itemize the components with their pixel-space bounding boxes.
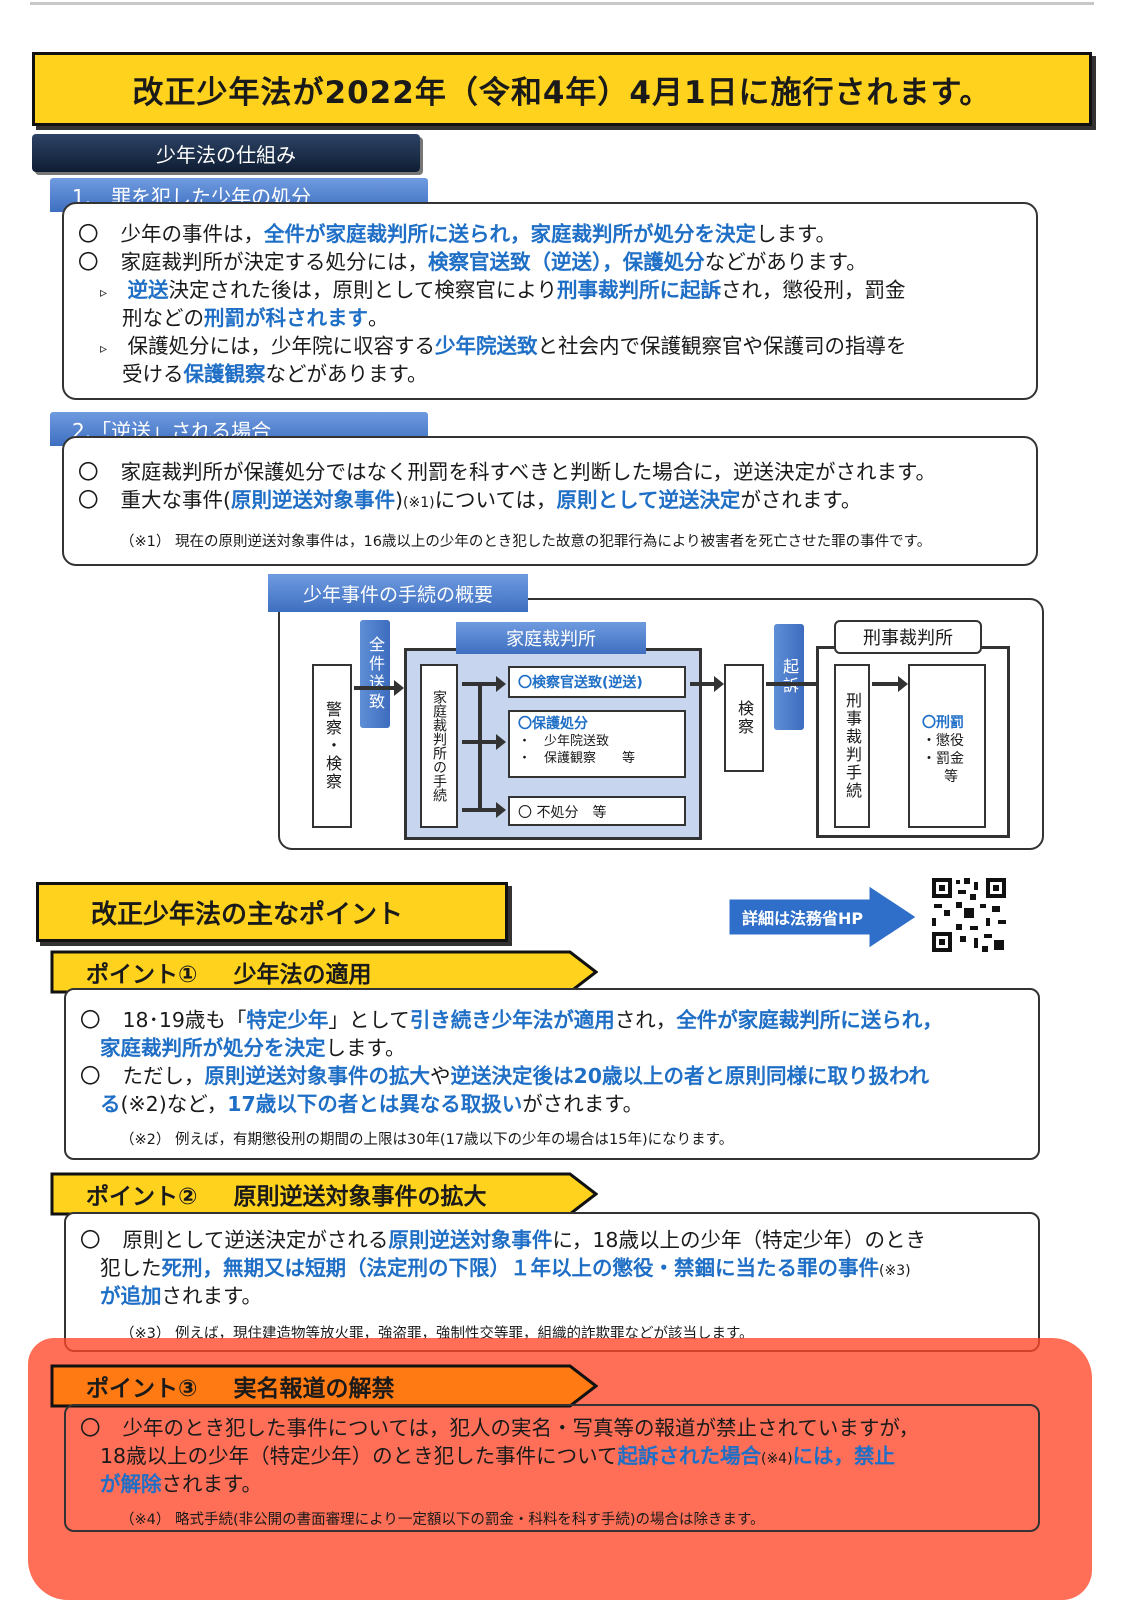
arrow-to-penalty <box>872 676 908 692</box>
point1-box <box>64 988 1040 1160</box>
point3-line3: が解除されます。 <box>100 1472 262 1496</box>
all-cases-label: 全件送致 <box>360 620 390 728</box>
section2-line2: 〇 重大な事件(原則逆送対象事件)(※1)については，原則として逆送決定がされま… <box>78 488 862 512</box>
point3-line1: 〇 少年のとき犯した事件については，犯人の実名・写真等の報道が禁止されていますが… <box>80 1416 920 1440</box>
point3-note: （※4） 略式手続(非公開の書面審理により一定額以下の罰金・科料を科す手続)の場… <box>120 1512 765 1528</box>
criminal-court-tab: 刑事裁判所 <box>834 620 982 654</box>
section2-note: （※1） 現在の原則逆送対象事件は，16歳以上の少年のとき犯した故意の犯罪行為に… <box>120 534 932 550</box>
arrow-to-family <box>354 680 404 696</box>
family-court-tab: 家庭裁判所 <box>456 622 646 654</box>
moj-hp-link[interactable]: 詳細は法務省HP <box>726 881 921 953</box>
mechanism-heading: 少年法の仕組み <box>32 134 420 172</box>
points-heading: 改正少年法の主なポイント <box>36 882 508 942</box>
point3-line2: 18歳以上の少年（特定少年）のとき犯した事件について起訴された場合(※4)には，… <box>100 1444 896 1468</box>
diagram-tab: 少年事件の手続の概要 <box>268 574 528 612</box>
moj-hp-label: 詳細は法務省HP <box>742 909 864 928</box>
outcome-no-disposition: 〇 不処分 等 <box>508 796 686 826</box>
point1-line1: 〇 18･19歳も「特定少年」として引き続き少年法が適用され，全件が家庭裁判所に… <box>80 1008 943 1032</box>
point1-line3: 〇 ただし，原則逆送対象事件の拡大や逆送決定後は20歳以上の者と原則同様に取り扱… <box>80 1064 930 1088</box>
arrow-to-criminal <box>766 676 828 692</box>
section1-line1: 〇 少年の事件は，全件が家庭裁判所に送られ，家庭裁判所が処分を決定します。 <box>78 222 836 246</box>
point2-line1: 〇 原則として逆送決定がされる原則逆送対象事件に，18歳以上の少年（特定少年）の… <box>80 1228 926 1252</box>
right-arrow-icon <box>726 881 921 953</box>
outcome-protective: 〇保護処分 ・ 少年院送致 ・ 保護観察 等 <box>508 710 686 778</box>
section2-line1: 〇 家庭裁判所が保護処分ではなく刑罰を科すべきと判断した場合に，逆送決定がされま… <box>78 460 936 484</box>
section1-sub1-line2: 刑などの刑罰が科されます。 <box>122 306 389 330</box>
section1-line2: 〇 家庭裁判所が決定する処分には，検察官送致（逆送），保護処分などがあります。 <box>78 250 867 274</box>
qr-code-icon[interactable] <box>930 876 1008 954</box>
point1-note: （※2） 例えば，有期懲役刑の期間の上限は30年(17歳以下の少年の場合は15年… <box>120 1132 734 1148</box>
point2-line3: が追加されます。 <box>100 1284 262 1308</box>
section1-sub1-line1: ▹ 逆送決定された後は，原則として検察官により刑事裁判所に起訴され，懲役刑，罰金 <box>100 278 906 302</box>
indictment-label: 起訴 <box>774 624 804 730</box>
family-proc-box: 家庭裁判所の手続 <box>420 664 458 828</box>
point2-line2: 犯した死刑，無期又は短期（法定刑の下限）１年以上の懲役・禁錮に当たる罪の事件(※… <box>100 1256 911 1280</box>
procedure-diagram <box>278 598 1044 850</box>
outcome-prosecutor-referral: 〇検察官送致(逆送) <box>508 666 686 698</box>
section1-sub2-line2: 受ける保護観察などがあります。 <box>122 362 428 386</box>
section1-box <box>62 202 1038 400</box>
prosecution-box: 検察 <box>724 664 764 772</box>
page-title: 改正少年法が2022年（令和4年）4月1日に施行されます。 <box>32 52 1092 126</box>
point3-box <box>64 1404 1040 1532</box>
criminal-proc-box: 刑事裁判手続 <box>834 664 870 828</box>
point1-line2: 家庭裁判所が処分を決定します。 <box>100 1036 406 1060</box>
section1-sub2-line1: ▹ 保護処分には，少年院に収容する少年院送致と社会内で保護観察官や保護司の指導を <box>100 334 907 358</box>
branch-line <box>478 682 482 812</box>
top-rule <box>30 2 1094 5</box>
arrow-to-prosecution <box>690 676 724 692</box>
section2-box <box>62 436 1038 566</box>
point1-line4: る(※2)など，17歳以下の者とは異なる取扱いがされます。 <box>100 1092 644 1116</box>
police-prosecutor-box: 警察・検察 <box>312 664 352 828</box>
penalty-box: 〇刑罰 ・懲役 ・罰金 等 <box>908 664 986 828</box>
point2-box <box>64 1212 1040 1352</box>
